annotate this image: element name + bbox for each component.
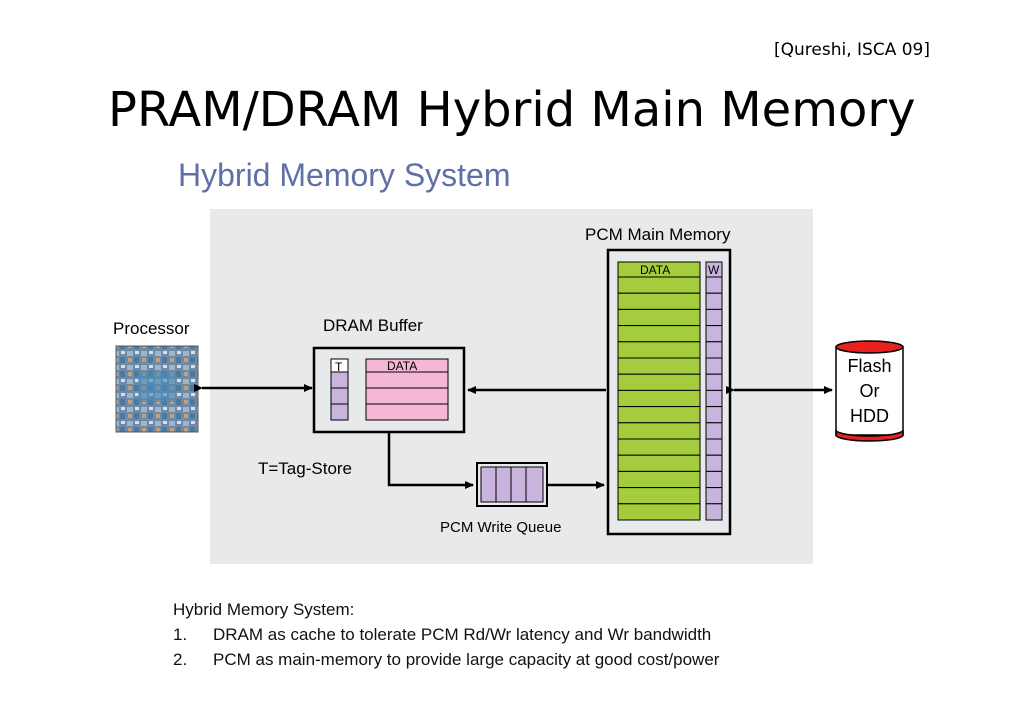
- pcm-data-row: [617, 454, 701, 472]
- notes-heading: Hybrid Memory System:: [173, 600, 355, 619]
- storage-label-or: Or: [860, 381, 880, 401]
- processor-chip-core: [138, 372, 176, 402]
- pcm-data-row: [617, 470, 701, 489]
- tag-store-label: T=Tag-Store: [258, 459, 352, 478]
- pcm-data-row: [617, 422, 701, 440]
- figure-title: Hybrid Memory System: [178, 157, 511, 193]
- dram-data-header: DATA: [387, 359, 417, 373]
- notes-item-number: 2.: [173, 650, 188, 669]
- pcm-write-queue: [476, 462, 548, 507]
- storage-label-flash: Flash: [847, 356, 891, 376]
- pcm-data-row: [617, 357, 701, 375]
- pcm-label: PCM Main Memory: [585, 225, 731, 244]
- pcm-w-cell: [705, 406, 723, 424]
- dram-data-column: [365, 358, 449, 421]
- dram-buffer-label: DRAM Buffer: [323, 316, 423, 335]
- pcm-w-cell: [705, 292, 723, 310]
- notes-item-2: 2. PCM as main-memory to provide large ca…: [173, 647, 719, 672]
- pcm-data-row: [617, 406, 701, 424]
- pcm-w-cell: [705, 357, 723, 375]
- processor-label: Processor: [113, 319, 190, 338]
- pcm-data-row: [617, 308, 701, 327]
- citation: [Qureshi, ISCA 09]: [774, 40, 930, 60]
- pcm-w-cell: [705, 422, 723, 440]
- notes-item-1: 1. DRAM as cache to tolerate PCM Rd/Wr la…: [173, 622, 719, 647]
- pcm-w-cell: [705, 308, 723, 327]
- storage-label-hdd: HDD: [850, 406, 889, 426]
- arrow-dram-to-queue: [387, 432, 474, 489]
- notes-item-number: 1.: [173, 625, 188, 644]
- pcm-data-row: [617, 292, 701, 310]
- pcm-w-cell: [705, 325, 723, 343]
- pcm-data-row: [617, 389, 701, 408]
- pcm-data-row: [617, 341, 701, 359]
- pcm-w-cell: [705, 503, 723, 521]
- pcm-w-cell: [705, 470, 723, 489]
- notes-item-text: DRAM as cache to tolerate PCM Rd/Wr late…: [213, 625, 712, 644]
- pcm-w-cell: [705, 454, 723, 472]
- notes-item-text: PCM as main-memory to provide large capa…: [213, 650, 720, 669]
- write-queue-label: PCM Write Queue: [440, 519, 561, 536]
- pcm-rows: [617, 261, 723, 521]
- pcm-data-row: [617, 373, 701, 391]
- pcm-w-cell: [705, 389, 723, 408]
- slide-title: PRAM/DRAM Hybrid Main Memory: [108, 82, 916, 138]
- pcm-w-cell: [705, 341, 723, 359]
- storage-cylinder: [835, 340, 904, 442]
- pcm-w-cell: [705, 276, 723, 294]
- pcm-w-cell: [705, 373, 723, 391]
- pcm-data-row: [617, 276, 701, 294]
- pcm-data-row: [617, 503, 701, 521]
- pcm-data-header: DATA: [640, 263, 670, 277]
- pcm-w-header: W: [708, 263, 720, 277]
- pcm-w-cell: [705, 438, 723, 456]
- pcm-w-cell: [705, 487, 723, 505]
- dram-tag-header: T: [335, 360, 343, 374]
- pcm-data-row: [617, 438, 701, 456]
- pcm-data-row: [617, 487, 701, 505]
- diagram-panel: [210, 209, 813, 564]
- notes: Hybrid Memory System: 1. DRAM as cache to…: [173, 597, 719, 672]
- dram-tag-column: [330, 358, 349, 421]
- pcm-data-row: [617, 325, 701, 343]
